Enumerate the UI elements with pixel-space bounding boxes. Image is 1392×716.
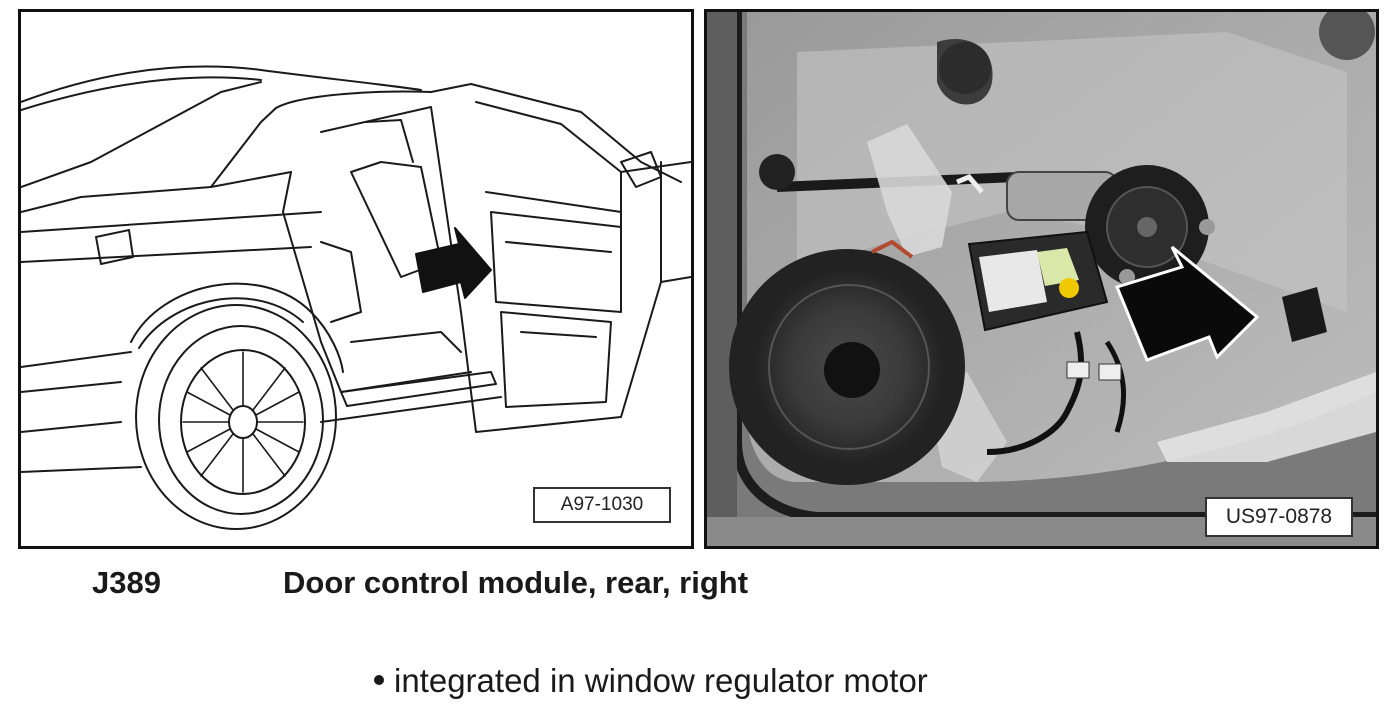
note-text: integrated in window regulator motor (394, 662, 928, 699)
door-internals-photo (707, 12, 1376, 546)
car-door-drawing (21, 65, 691, 530)
figure-line-drawing: A97-1030 (18, 9, 694, 549)
note-bullet: integrated in window regulator motor (374, 662, 928, 700)
figure-photo: US97-0878 (704, 9, 1379, 549)
figure-label: US97-0878 (1205, 497, 1353, 537)
figure-label: A97-1030 (533, 487, 671, 523)
bullet-icon (374, 675, 384, 686)
component-code: J389 (92, 565, 161, 600)
component-title: Door control module, rear, right (283, 565, 749, 600)
